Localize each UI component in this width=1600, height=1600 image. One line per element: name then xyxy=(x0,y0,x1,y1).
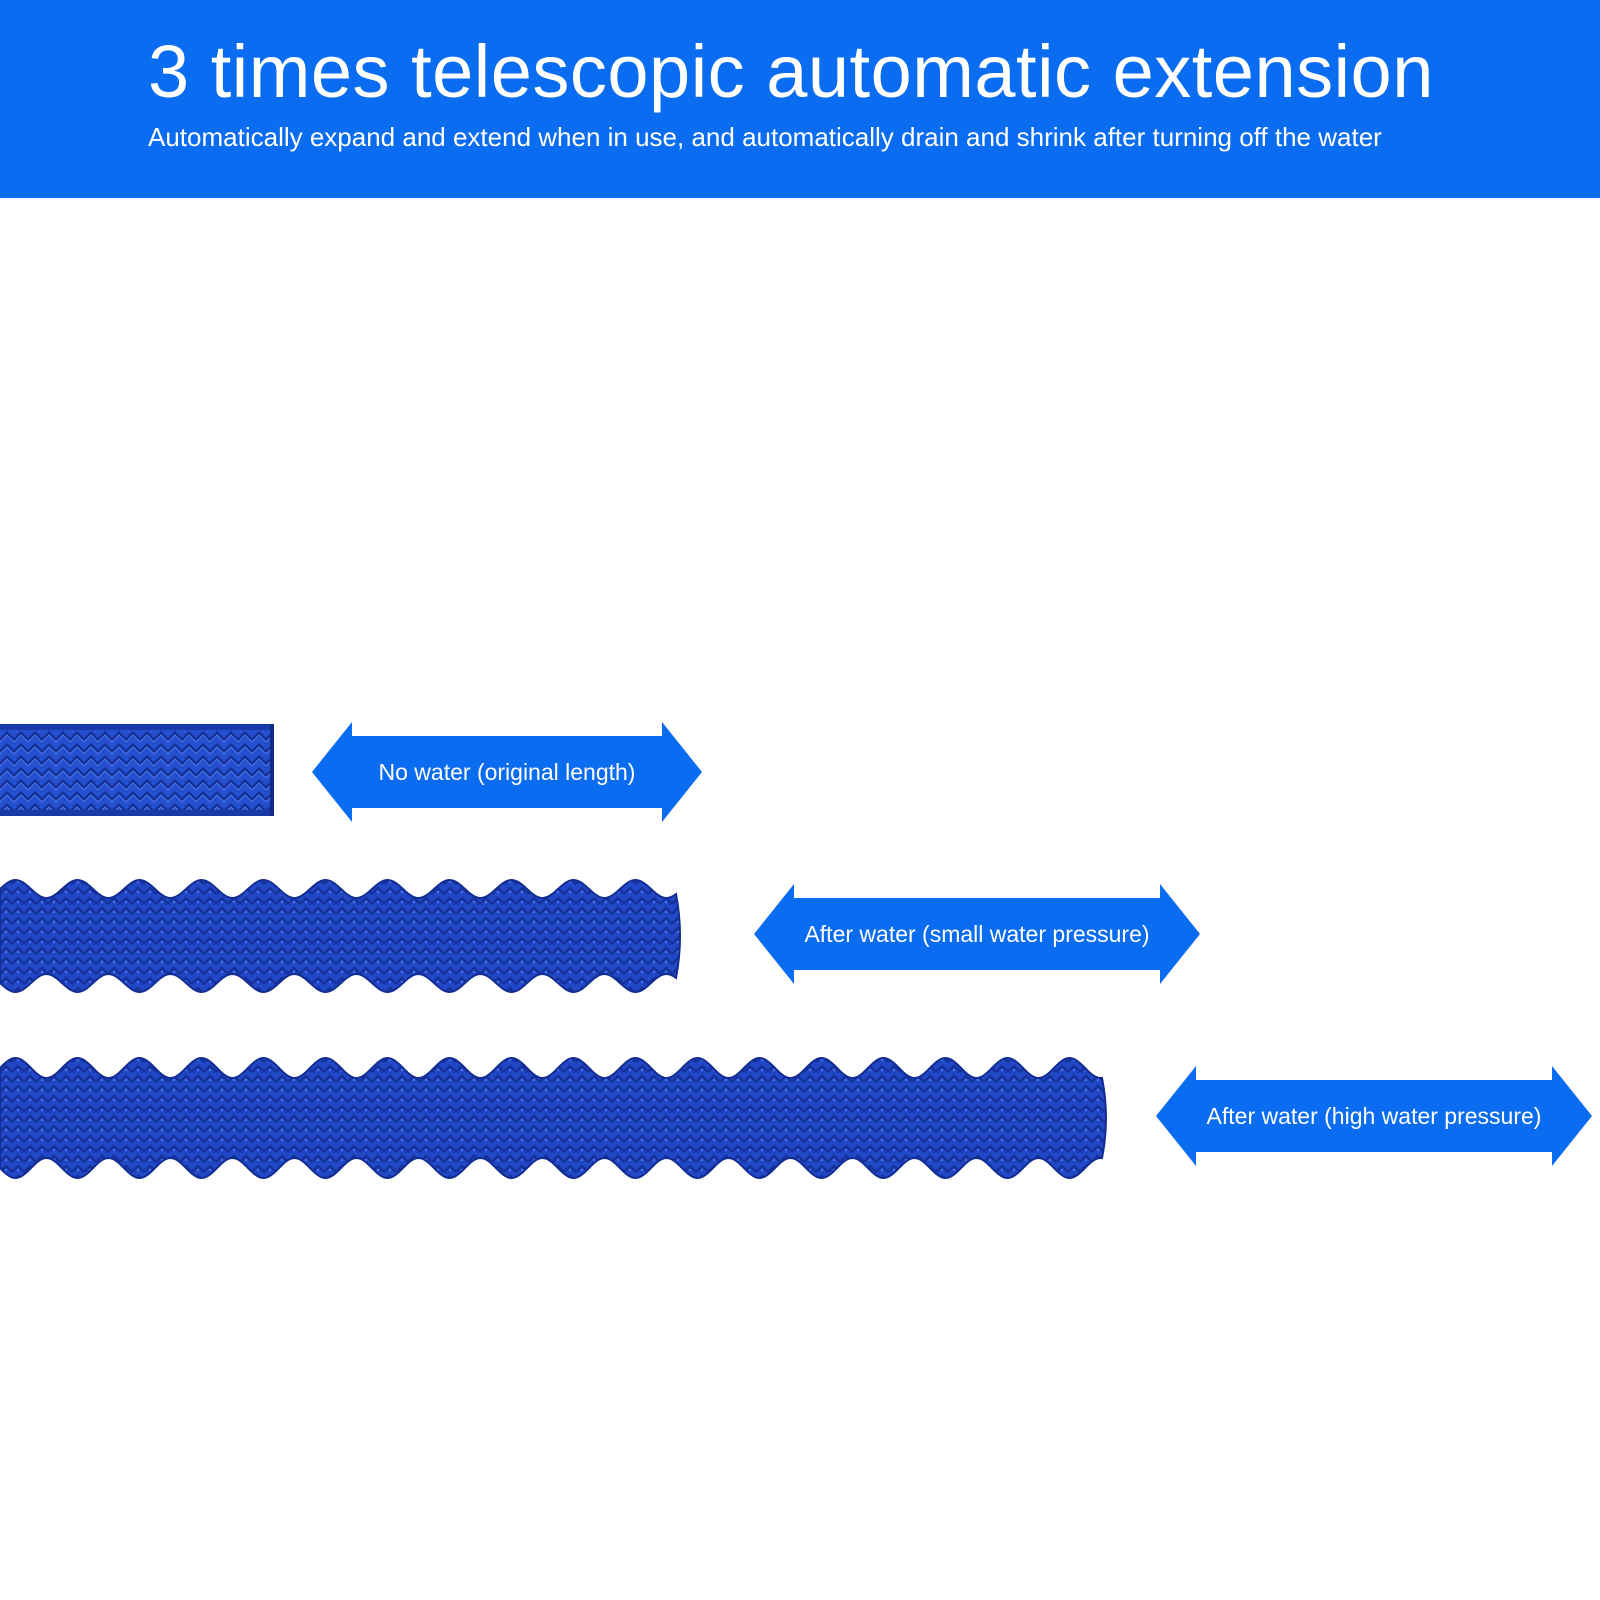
arrow-no-water: No water (original length) xyxy=(312,722,702,822)
double-arrow-icon xyxy=(1156,1066,1592,1166)
header-banner: 3 times telescopic automatic extension A… xyxy=(0,0,1600,198)
page-subtitle: Automatically expand and extend when in … xyxy=(148,122,1382,152)
double-arrow-icon xyxy=(754,884,1200,984)
arrow-label-small-pressure: After water (small water pressure) xyxy=(804,920,1150,947)
hose-original xyxy=(0,724,274,816)
double-arrow-icon xyxy=(312,722,702,822)
arrow-label-no-water: No water (original length) xyxy=(378,758,636,785)
hose-small-pressure xyxy=(0,878,681,994)
hose-high-pressure xyxy=(0,1056,1107,1180)
page-title: 3 times telescopic automatic extension xyxy=(148,30,1434,113)
arrow-small-pressure: After water (small water pressure) xyxy=(754,884,1200,984)
arrow-high-pressure: After water (high water pressure) xyxy=(1156,1066,1592,1166)
arrow-label-high-pressure: After water (high water pressure) xyxy=(1206,1102,1542,1129)
